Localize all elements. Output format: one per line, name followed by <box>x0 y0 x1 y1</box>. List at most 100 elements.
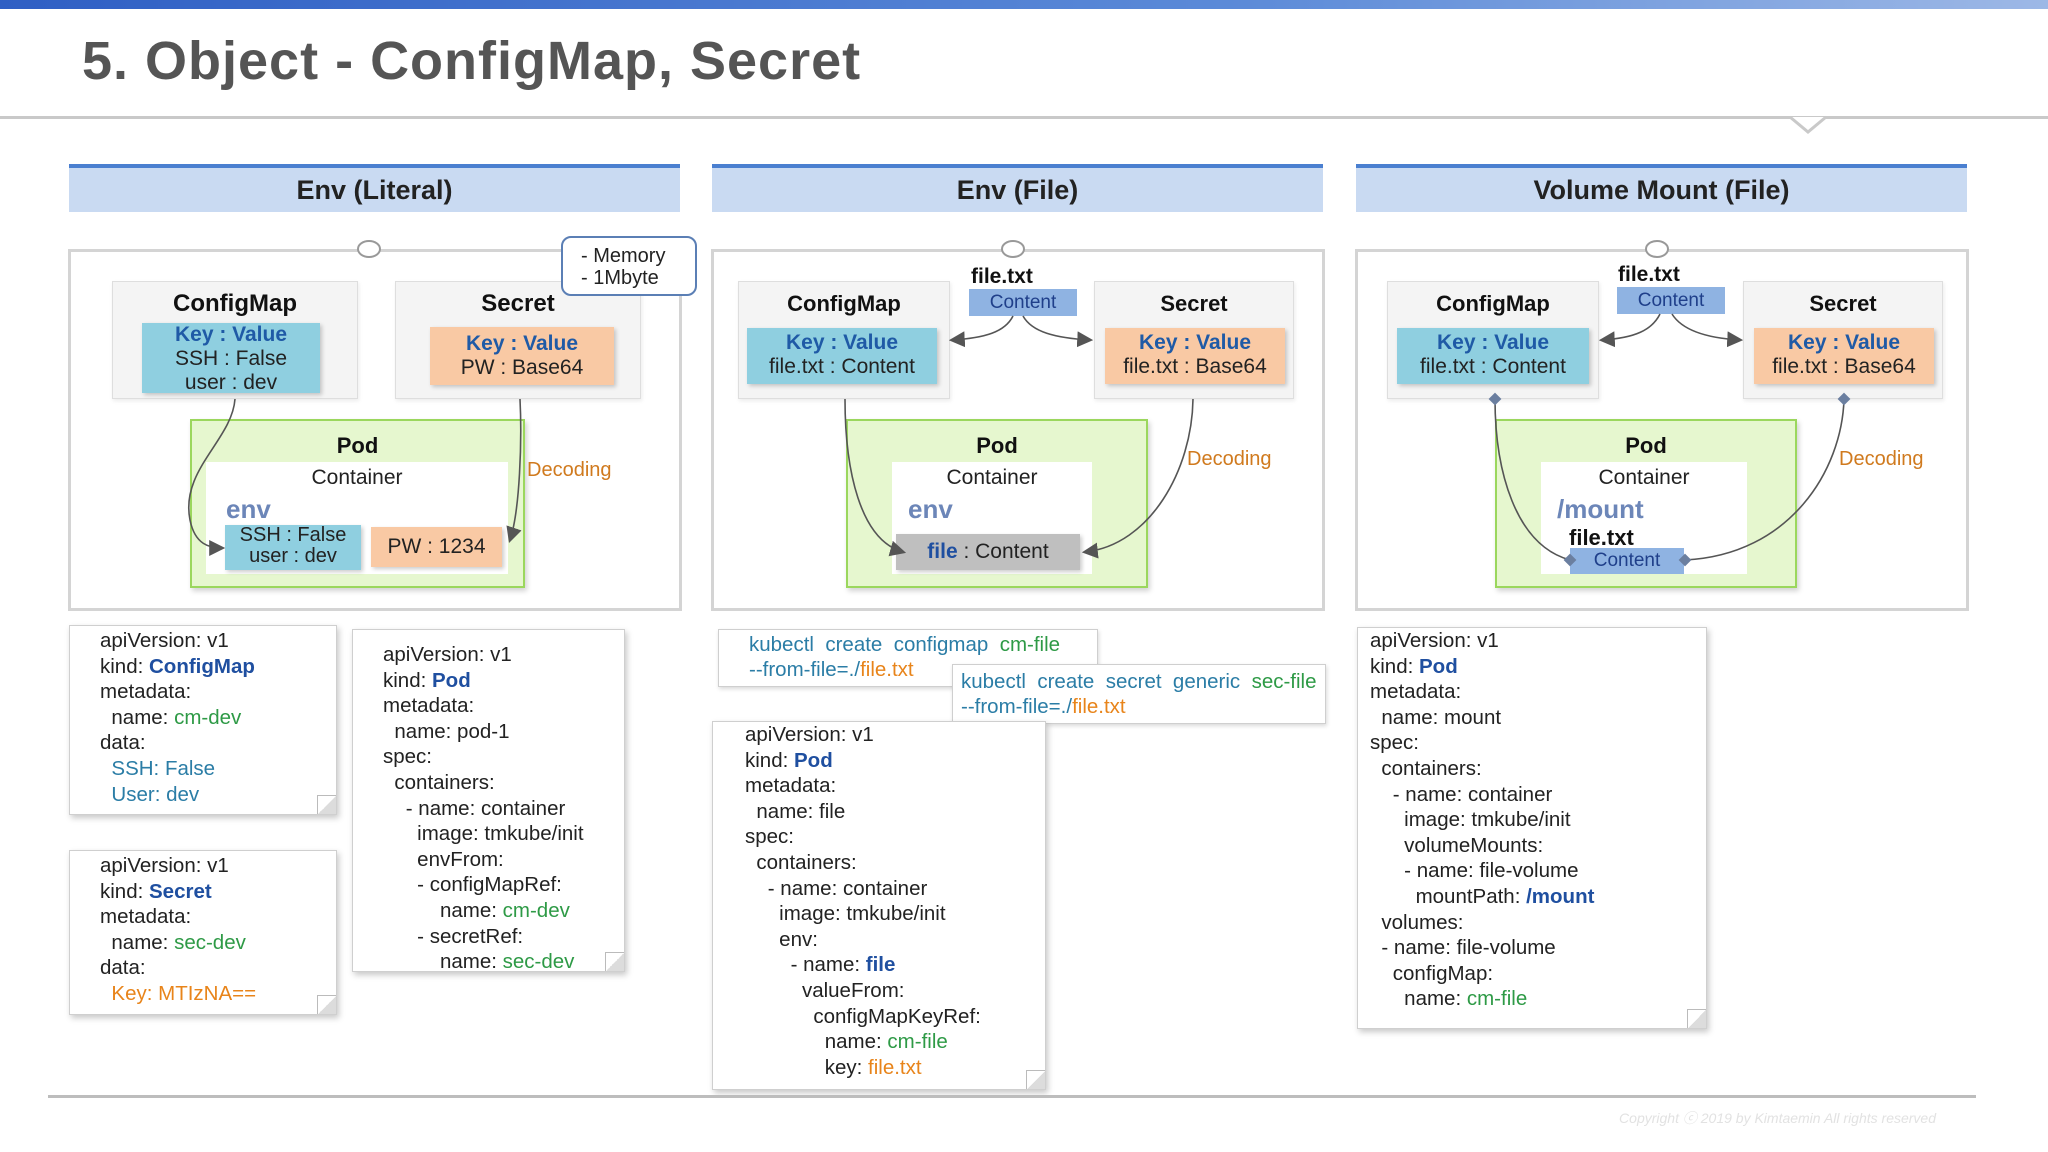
yaml-line: name: mount <box>1370 705 1706 731</box>
yaml-line: - name: container <box>1370 782 1706 808</box>
yaml-line: name: cm-dev <box>383 898 624 924</box>
yaml-key: - name: <box>745 953 866 977</box>
yaml-line: configMap: <box>1370 961 1706 987</box>
yaml-line: spec: <box>745 824 1045 850</box>
kv-header: Key : Value <box>1436 331 1550 354</box>
yaml-value: Pod <box>794 748 833 772</box>
yaml-key: - name: file-volume <box>1370 936 1556 960</box>
yaml-value: Key: MTIzNA== <box>111 981 257 1005</box>
yaml-line: - name: file <box>745 952 1045 978</box>
yaml-key: data: <box>100 731 146 755</box>
panel-node <box>357 240 381 258</box>
yaml-key: kind: <box>745 748 794 772</box>
yaml-key: spec: <box>383 745 432 769</box>
yaml-key: name: file <box>745 799 846 823</box>
yaml-line: containers: <box>1370 756 1706 782</box>
decoding-label-file: Decoding <box>1187 448 1272 470</box>
yaml-key: apiVersion: v1 <box>745 723 874 746</box>
cmd-text: --from-file=./ <box>961 695 1073 718</box>
yaml-key: metadata: <box>383 694 475 718</box>
configmap-title: ConfigMap <box>173 290 297 317</box>
yaml-value: User: dev <box>111 782 200 806</box>
top-accent-bar <box>0 0 2048 9</box>
yaml-key: volumeMounts: <box>1370 833 1544 857</box>
yaml-key: image: tmkube/init <box>383 822 584 846</box>
secret-to-mount-arrow <box>1678 392 1851 567</box>
configmap-keyvalue-literal: Key : Value SSH : False user : dev <box>142 323 320 394</box>
memory-callout: - Memory - 1Mbyte <box>561 236 697 296</box>
yaml-key: kind: <box>100 879 149 903</box>
yaml-line: data: <box>100 730 336 756</box>
yaml-value: ConfigMap <box>149 654 255 678</box>
yaml-line: User: dev <box>100 782 336 808</box>
yaml-key: metadata: <box>745 774 837 798</box>
yaml-line: valueFrom: <box>745 978 1045 1004</box>
yaml-key: metadata: <box>1370 680 1462 704</box>
yaml-key: name: mount <box>1370 705 1502 729</box>
yaml-key: apiVersion: v1 <box>383 643 512 666</box>
configmap-to-mount-arrow <box>1488 392 1577 567</box>
env-line: user : dev <box>249 545 337 567</box>
kv-line: user : dev <box>184 371 278 394</box>
yaml-line: kind: Pod <box>745 748 1045 774</box>
kv-header: Key : Value <box>1138 331 1252 354</box>
yaml-key: mountPath: <box>1370 884 1527 908</box>
secret-keyvalue-literal: Key : Value PW : Base64 <box>430 327 614 385</box>
decoding-label-literal: Decoding <box>527 459 612 481</box>
yaml-line: metadata: <box>100 904 336 930</box>
command-line: kubectl create configmap cm-file <box>749 632 1097 657</box>
yaml-line: metadata: <box>100 679 336 705</box>
configmap-title: ConfigMap <box>787 291 901 316</box>
kv-header: Key : Value <box>174 323 288 346</box>
pod-title: Pod <box>1625 433 1667 458</box>
yaml-value: file <box>865 953 896 977</box>
callout-line: - Memory <box>581 245 666 267</box>
env-file-value: : Content <box>957 540 1049 563</box>
secret-to-env-file-arrow <box>1081 398 1194 559</box>
pw-value-literal: PW : 1234 <box>371 527 502 567</box>
yaml-line: - name: container <box>383 796 624 822</box>
yaml-line: SSH: False <box>100 756 336 782</box>
title-divider <box>0 116 2048 119</box>
yaml-key: kind: <box>383 668 432 692</box>
yaml-value: cm-file <box>887 1030 948 1054</box>
secret-keyvalue-file: Key : Value file.txt : Base64 <box>1105 328 1285 384</box>
yaml-line: envFrom: <box>383 847 624 873</box>
command-secret: kubectl create secret generic sec-file -… <box>952 664 1326 724</box>
yaml-value: cm-dev <box>174 705 242 729</box>
yaml-value: SSH: False <box>111 756 216 780</box>
yaml-line: spec: <box>383 744 624 770</box>
kv-line: file.txt : Base64 <box>1772 355 1916 378</box>
yaml-line: name: file <box>745 799 1045 825</box>
yaml-key: name: <box>1370 987 1467 1011</box>
yaml-line: key: file.txt <box>745 1055 1045 1081</box>
cmd-name: sec-file <box>1251 670 1317 693</box>
cmd-file: file.txt <box>1072 695 1126 718</box>
yaml-value: sec-dev <box>174 930 246 954</box>
yaml-line: name: cm-file <box>745 1029 1045 1055</box>
yaml-key: containers: <box>1370 756 1482 780</box>
yaml-key: - secretRef: <box>383 924 524 948</box>
yaml-key: - name: container <box>745 876 928 900</box>
kv-line: file.txt : Base64 <box>1123 355 1267 378</box>
file-to-secret-arrow <box>1671 313 1744 348</box>
yaml-line: kind: Secret <box>100 879 336 905</box>
cmd-name: cm-file <box>999 633 1061 656</box>
configmap-to-env-file-arrow <box>844 398 907 557</box>
yaml-line: apiVersion: v1 <box>383 642 624 668</box>
yaml-key: apiVersion: v1 <box>100 854 229 877</box>
yaml-line: metadata: <box>745 773 1045 799</box>
yaml-line: - secretRef: <box>383 924 624 950</box>
command-line: --from-file=./file.txt <box>749 657 1097 682</box>
yaml-line: name: cm-dev <box>100 705 336 731</box>
yaml-key: env: <box>745 927 818 951</box>
mounted-file-label: file.txt <box>1569 525 1634 550</box>
yaml-value: file.txt <box>868 1055 922 1079</box>
yaml-line: volumeMounts: <box>1370 833 1706 859</box>
yaml-value: Pod <box>1419 654 1458 678</box>
yaml-line: apiVersion: v1 <box>745 722 1045 748</box>
kv-line: PW : Base64 <box>460 356 584 379</box>
pod-title: Pod <box>336 433 379 458</box>
configmap-to-env-arrow <box>187 398 236 556</box>
